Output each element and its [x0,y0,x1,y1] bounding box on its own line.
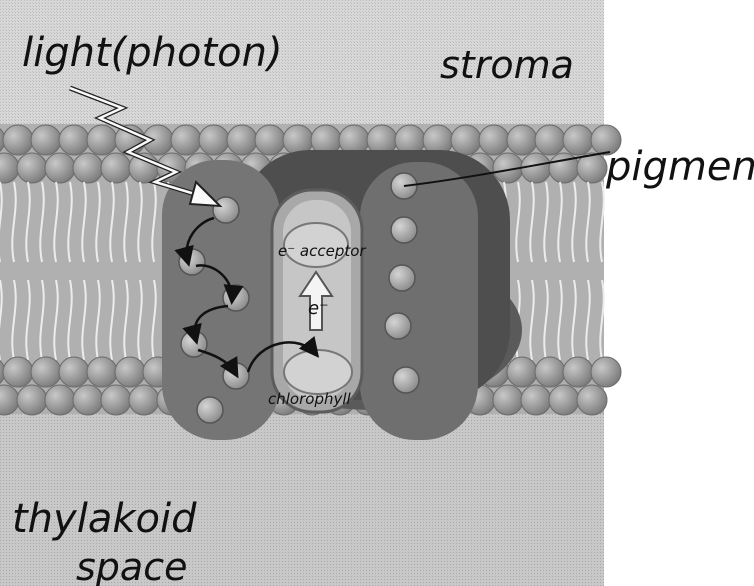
lipid-head [73,385,103,415]
lipid-head [507,357,537,387]
lipid-head [101,153,131,183]
lipid-head [199,125,229,155]
lipid-head [87,125,117,155]
lipid-head [563,357,593,387]
lipid-head [3,125,33,155]
lipid-head [227,125,257,155]
label-chlorophyll: chlorophyll [268,390,352,408]
pigment-molecule [391,217,417,243]
lipid-head [115,357,145,387]
pigment-molecule [213,197,239,223]
lipid-head [521,153,551,183]
lipid-head [507,125,537,155]
pigment-molecule [197,397,223,423]
lipid-head [591,357,621,387]
lipid-head [31,357,61,387]
lipid-head [17,153,47,183]
lipid-head [129,385,159,415]
lipid-head [59,125,89,155]
pigment-molecule [393,367,419,393]
pigment-molecule [223,363,249,389]
lipid-head [521,385,551,415]
lipid-head [3,357,33,387]
lipid-head [479,125,509,155]
lipid-head [17,385,47,415]
pigment-molecule [179,249,205,275]
protein-subunit-right [360,162,478,440]
lipid-head [59,357,89,387]
lipid-head [45,385,75,415]
label-pigment: pigment [605,144,754,190]
lipid-head [535,125,565,155]
lipid-head [45,153,75,183]
lipid-head [563,125,593,155]
lipid-head [535,357,565,387]
lipid-head [549,385,579,415]
lipid-head [101,385,131,415]
label-electron: e⁻ [308,298,329,319]
lipid-head [73,153,103,183]
pigment-molecule [389,265,415,291]
lipid-head [255,125,285,155]
lipid-head [451,125,481,155]
label-space: space [76,545,187,586]
label-acceptor: e⁻ acceptor [278,242,366,260]
lipid-head [171,125,201,155]
label-light: light(photon) [22,30,283,76]
chlorophyll-molecule [284,350,352,394]
label-stroma: stroma [440,43,574,87]
lipid-head [87,357,117,387]
lipid-head [31,125,61,155]
pigment-molecule [385,313,411,339]
label-thylakoid: thylakoid [12,496,197,542]
lipid-head [577,385,607,415]
lipid-head [493,385,523,415]
